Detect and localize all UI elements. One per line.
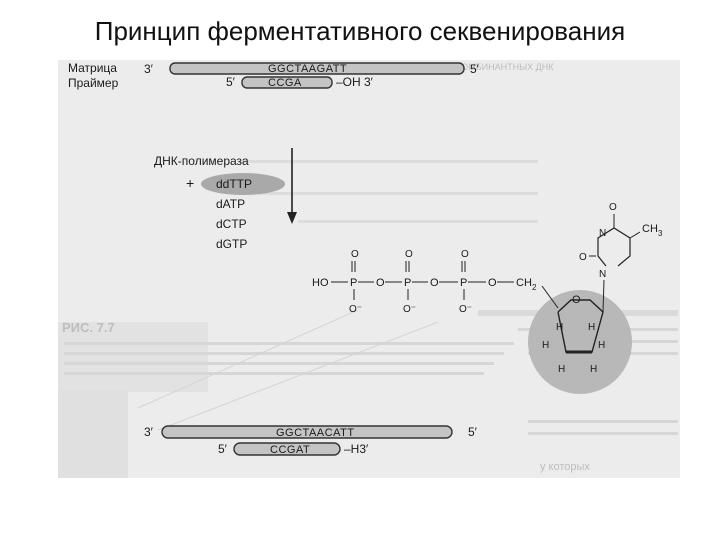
mol-po3-top: O bbox=[461, 249, 469, 260]
reaction-arrow-head bbox=[287, 212, 297, 224]
nucleotide-dgtp: dGTP bbox=[216, 237, 247, 251]
mol-p3: P bbox=[460, 277, 467, 289]
bottom-template-sequence: GGCTAACATT bbox=[276, 427, 355, 439]
mol-o-minus-2: O⁻ bbox=[403, 304, 416, 315]
sequencing-diagram: ЧАСТЬ II. ТЕХНИКА РЕКОМБИНАНТНЫХ ДНК РИС… bbox=[58, 60, 680, 478]
mol-base-n3: N bbox=[599, 228, 606, 239]
mol-base-o2: O bbox=[579, 252, 587, 263]
ghost-caption-heading: РИС. 7.7 bbox=[62, 320, 115, 335]
nucleotide-datp: dATP bbox=[216, 197, 245, 211]
top-template-sequence: GGCTAAGATT bbox=[268, 63, 347, 75]
top-template-left-end: 3′ bbox=[144, 62, 154, 76]
ddttp-highlight bbox=[201, 173, 285, 195]
ddttp-molecule: HO P O P O P O CH 2 O O bbox=[312, 202, 663, 394]
bottom-product-left-end: 5′ bbox=[218, 442, 228, 456]
ghost-bottom-right-text: у которых bbox=[540, 461, 590, 473]
reagents: ДНК-полимераза + ddTTP dATP dCTP dGTP bbox=[154, 148, 297, 251]
top-template-right-end: 5′ bbox=[470, 62, 480, 76]
mol-ch2-sub: 2 bbox=[532, 283, 537, 292]
bottom-product-sequence: CCGAT bbox=[270, 444, 310, 456]
mol-ch3-sub: 3 bbox=[658, 229, 663, 238]
mol-h-4: H bbox=[598, 340, 605, 351]
template-label: Матрица bbox=[68, 61, 117, 75]
mol-o1: O bbox=[376, 277, 385, 289]
enzyme-label: ДНК-полимераза bbox=[154, 154, 249, 168]
mol-h-1: H bbox=[556, 322, 563, 333]
mol-ch3: CH bbox=[642, 223, 658, 235]
primer-label: Праймер bbox=[68, 76, 119, 90]
mol-o3: O bbox=[488, 277, 497, 289]
mol-h-2: H bbox=[588, 322, 595, 333]
nucleotide-dctp: dCTP bbox=[216, 217, 247, 231]
bottom-strands: 3′ GGCTAACATT 5′ 5′ CCGAT –H3′ bbox=[144, 425, 478, 456]
mol-base-n1: N bbox=[599, 269, 606, 280]
mol-p1: P bbox=[350, 277, 357, 289]
top-primer-strand bbox=[241, 76, 333, 89]
nucleotide-ddttp: ddTTP bbox=[216, 177, 252, 191]
bottom-template-strand bbox=[161, 425, 453, 439]
mol-o2: O bbox=[430, 277, 439, 289]
mol-h-5: H bbox=[558, 364, 565, 375]
scanned-figure: ЧАСТЬ II. ТЕХНИКА РЕКОМБИНАНТНЫХ ДНК РИС… bbox=[58, 60, 680, 478]
mol-po2-top: O bbox=[405, 249, 413, 260]
slide-title: Принцип ферментативного секвенирования bbox=[94, 16, 626, 46]
mol-base-o4: O bbox=[609, 202, 617, 213]
top-primer-left-end: 5′ bbox=[226, 75, 236, 89]
mol-h-6: H bbox=[590, 364, 597, 375]
mol-p2: P bbox=[404, 277, 411, 289]
bottom-product-strand bbox=[233, 442, 341, 456]
bottom-template-right-end: 5′ bbox=[468, 425, 478, 439]
mol-o-minus-1: O⁻ bbox=[349, 304, 362, 315]
bleed-through-text: ЧАСТЬ II. ТЕХНИКА РЕКОМБИНАНТНЫХ ДНК РИС… bbox=[58, 60, 680, 478]
mol-h-3: H bbox=[542, 340, 549, 351]
mol-ho: HO bbox=[312, 277, 329, 289]
mol-ch2: CH bbox=[516, 277, 532, 289]
mol-o-minus-3: O⁻ bbox=[459, 304, 472, 315]
top-primer-right-end: –OH 3′ bbox=[336, 75, 374, 89]
bottom-product-right-end: –H3′ bbox=[344, 442, 369, 456]
sugar-highlight-circle bbox=[528, 290, 632, 394]
plus-sign: + bbox=[186, 175, 194, 191]
top-primer-sequence: CCGA bbox=[268, 77, 302, 89]
mol-po1-top: O bbox=[351, 249, 359, 260]
top-template-strand bbox=[169, 62, 465, 75]
top-strands: Матрица Праймер 3′ GGCTAAGATT 5′ 5′ CCGA… bbox=[68, 61, 480, 90]
bottom-template-left-end: 3′ bbox=[144, 425, 154, 439]
